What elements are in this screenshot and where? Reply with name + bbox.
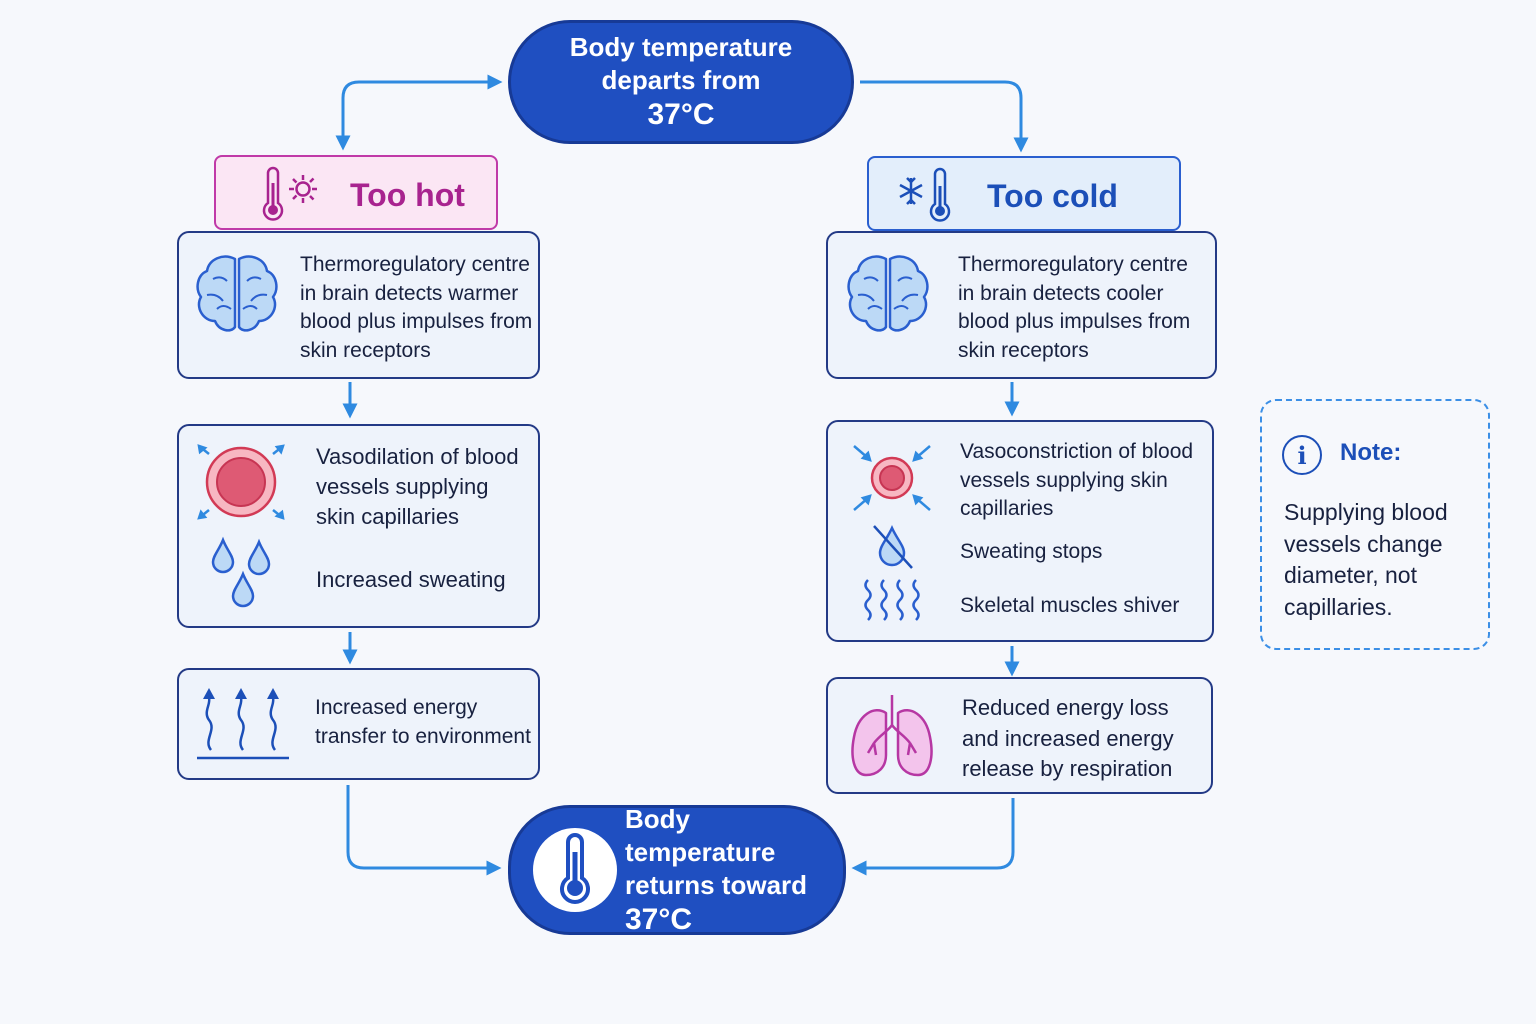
- start-node: Body temperature departs from 37°C: [508, 20, 854, 144]
- arrow-start-to-cold: [860, 80, 1029, 153]
- cold-shiver-text: Skeletal muscles shiver: [960, 594, 1180, 617]
- brain-icon: [196, 255, 278, 332]
- end-line-3: 37°C: [625, 902, 693, 936]
- thermometer-badge: [533, 828, 617, 912]
- lungs-icon: [851, 695, 933, 777]
- thermometer-icon: [560, 833, 590, 904]
- shiver-icon: [864, 579, 920, 621]
- arrow-start-to-hot: [335, 74, 503, 151]
- arrow-cold-outcome-to-end: [851, 798, 1015, 876]
- cold-vasoconstriction-text: Vasoconstriction of blood vessels supply…: [960, 440, 1194, 520]
- cold-response-card: Vasoconstriction of blood vessels supply…: [826, 420, 1214, 642]
- hot-detect-card: Thermoregulatory centre in brain detects…: [177, 231, 540, 379]
- note-box: i Note: Supplying blood vessels change d…: [1260, 399, 1490, 650]
- heat-rising-icon: [197, 688, 289, 760]
- hot-response-card: Vasodilation of blood vessels supplying …: [177, 424, 540, 628]
- cold-outcome-text: Reduced energy loss and increased energy…: [962, 695, 1174, 781]
- too-hot-label: Too hot: [350, 177, 465, 213]
- info-icon: i: [1282, 435, 1322, 475]
- hot-vasodilation-text: Vasodilation of blood vessels supplying …: [316, 444, 519, 529]
- thermometer-sun-icon: [262, 166, 317, 221]
- start-line-3: 37°C: [647, 98, 715, 131]
- dilated-vessel-icon: [197, 444, 285, 520]
- brain-icon: [847, 255, 929, 332]
- note-title: Note:: [1340, 439, 1402, 466]
- cold-detect-text: Thermoregulatory centre in brain detects…: [958, 253, 1191, 362]
- end-line-1: Body temperature: [625, 803, 776, 867]
- hot-outcome-card: Increased energy transfer to environment: [177, 668, 540, 780]
- hot-sweating-text: Increased sweating: [316, 567, 506, 592]
- too-cold-label: Too cold: [987, 178, 1118, 214]
- cold-sweating-text: Sweating stops: [960, 540, 1103, 563]
- too-cold-header: Too cold: [867, 156, 1181, 231]
- start-line-2: departs from: [601, 65, 761, 95]
- start-line-1: Body temperature: [569, 32, 793, 62]
- too-hot-header: Too hot: [214, 155, 498, 230]
- constricted-vessel-icon: [853, 445, 931, 511]
- cold-outcome-card: Reduced energy loss and increased energy…: [826, 677, 1213, 794]
- no-sweat-icon: [873, 524, 913, 569]
- note-body: Supplying blood vessels change diameter,…: [1284, 499, 1448, 620]
- cold-detect-card: Thermoregulatory centre in brain detects…: [826, 231, 1217, 379]
- snowflake-thermometer-icon: [899, 167, 951, 222]
- hot-detect-text: Thermoregulatory centre in brain detects…: [300, 253, 533, 362]
- end-node: Body temperature returns toward 37°C: [508, 803, 846, 936]
- arrow-hot-outcome-to-end: [346, 785, 502, 876]
- end-line-2: returns toward: [625, 869, 808, 900]
- sweat-drops-icon: [211, 536, 271, 608]
- hot-outcome-text: Increased energy transfer to environment: [315, 696, 531, 748]
